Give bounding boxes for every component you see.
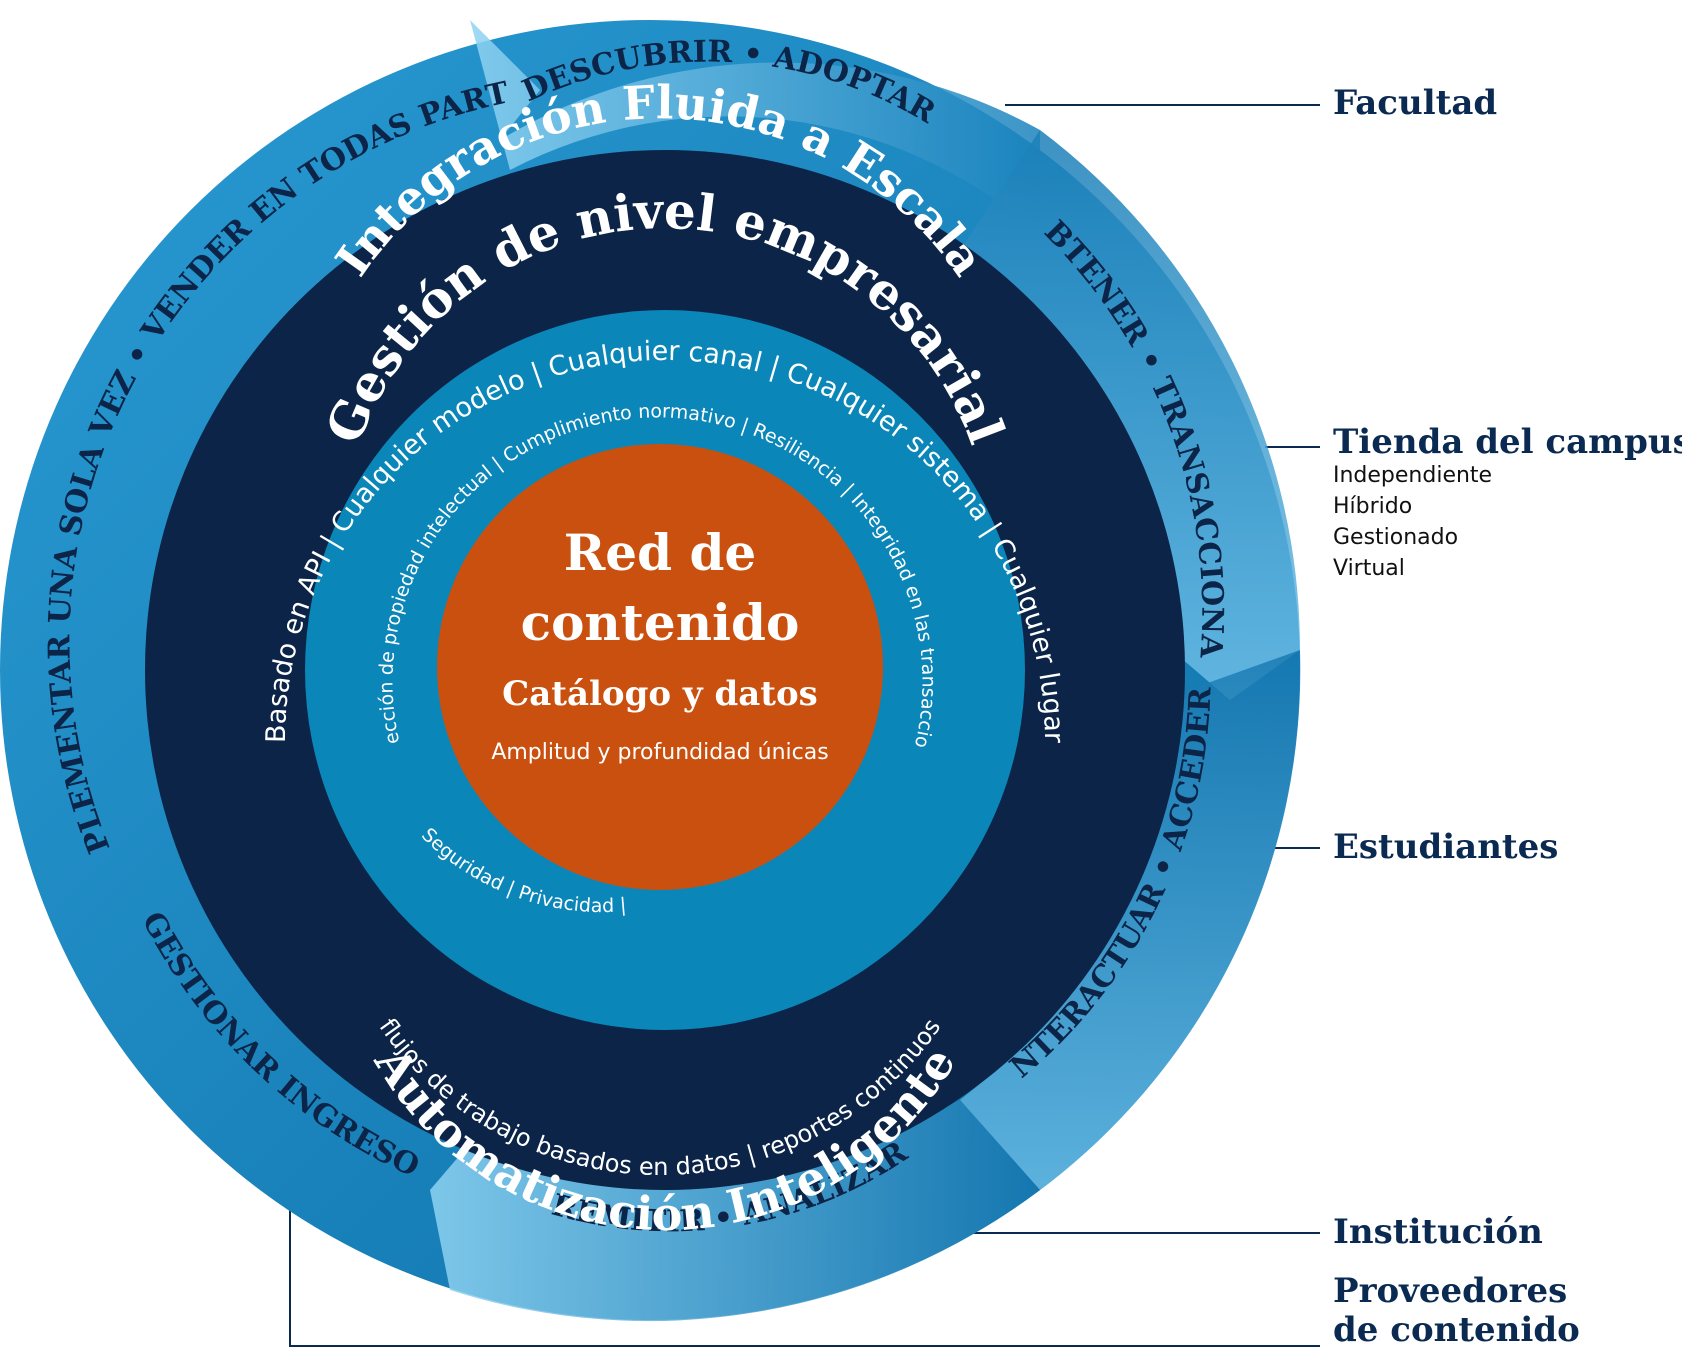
arrow-right-upper (960, 130, 1300, 700)
label-tienda: Tienda del campus (1333, 422, 1682, 462)
core-caption: Amplitud y profundidad únicas (491, 740, 828, 765)
arrow-top (470, 20, 1040, 235)
core-subtitle: Catálogo y datos (502, 674, 818, 714)
label-institucion: Institución (1333, 1212, 1543, 1252)
label-facultad: Facultad (1333, 83, 1498, 123)
label-tienda-item: Gestionado (1333, 525, 1459, 550)
core-circle (437, 444, 883, 890)
label-tienda-item: Independiente (1333, 463, 1493, 488)
label-tienda-item: Híbrido (1333, 494, 1413, 519)
label-estudiantes: Estudiantes (1333, 827, 1559, 867)
label-tienda-item: Virtual (1333, 556, 1405, 581)
label-proveedores-line1: Proveedores (1333, 1271, 1568, 1311)
label-proveedores-line2: de contenido (1333, 1310, 1580, 1350)
connector-proveedores (289, 1185, 1320, 1347)
arrow-right-lower (960, 650, 1301, 1190)
core-title-line1: Red de (564, 523, 757, 582)
core-title-line2: contenido (521, 593, 800, 652)
